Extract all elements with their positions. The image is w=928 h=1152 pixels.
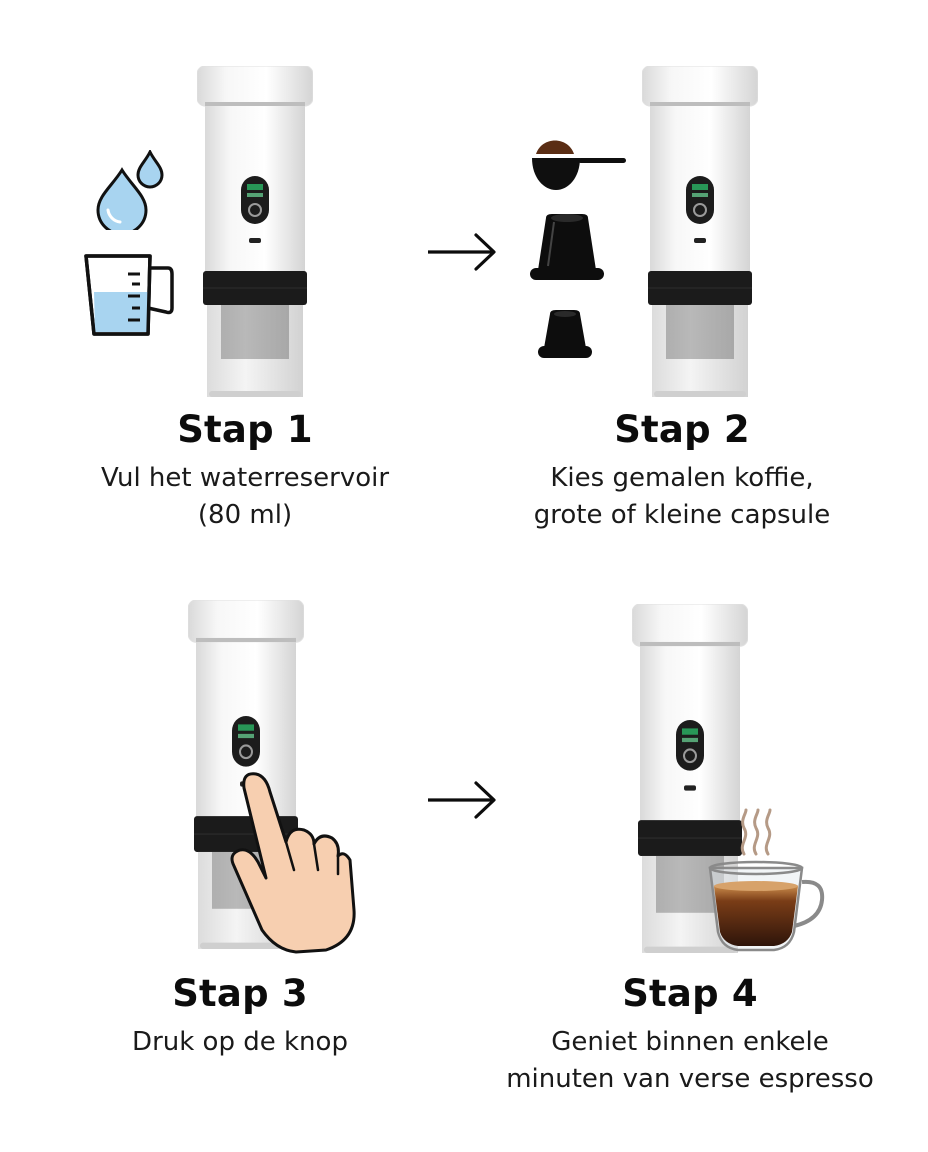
step-2-description: Kies gemalen koffie, grote of kleine cap… (462, 460, 902, 534)
small-capsule-icon (538, 310, 592, 358)
step-4-title: Stap 4 (622, 972, 758, 1015)
steam-icon (740, 808, 772, 856)
large-capsule-icon (530, 214, 604, 280)
step-1-line-2: (80 ml) (197, 500, 293, 530)
step-3-title: Stap 3 (172, 972, 308, 1015)
coffee-scoop-icon (532, 140, 626, 190)
arrow-right-icon (428, 781, 496, 819)
pointing-hand-icon (230, 772, 356, 954)
step-1-title: Stap 1 (177, 408, 313, 451)
step-3-line-1: Druk op de knop (132, 1027, 348, 1057)
step-4-line-2: minuten van verse espresso (506, 1064, 874, 1094)
machine-step-2 (642, 66, 758, 398)
measuring-jug-icon (84, 254, 174, 336)
arrow-right-icon (428, 233, 496, 271)
step-4-line-1: Geniet binnen enkele (551, 1027, 829, 1057)
step-1-line-1: Vul het waterreservoir (100, 463, 390, 493)
water-drop-icon (96, 150, 164, 230)
step-1-description: Vul het waterreservoir (80 ml) (25, 460, 465, 534)
step-2-line-1: Kies gemalen koffie, (550, 463, 814, 493)
step-4-description: Geniet binnen enkele minuten van verse e… (470, 1024, 910, 1098)
machine-step-1 (197, 66, 313, 398)
step-2-title: Stap 2 (614, 408, 750, 451)
step-3-description: Druk op de knop (20, 1024, 460, 1061)
coffee-cup-icon (708, 860, 825, 952)
step-2-line-2: grote of kleine capsule (533, 500, 831, 530)
